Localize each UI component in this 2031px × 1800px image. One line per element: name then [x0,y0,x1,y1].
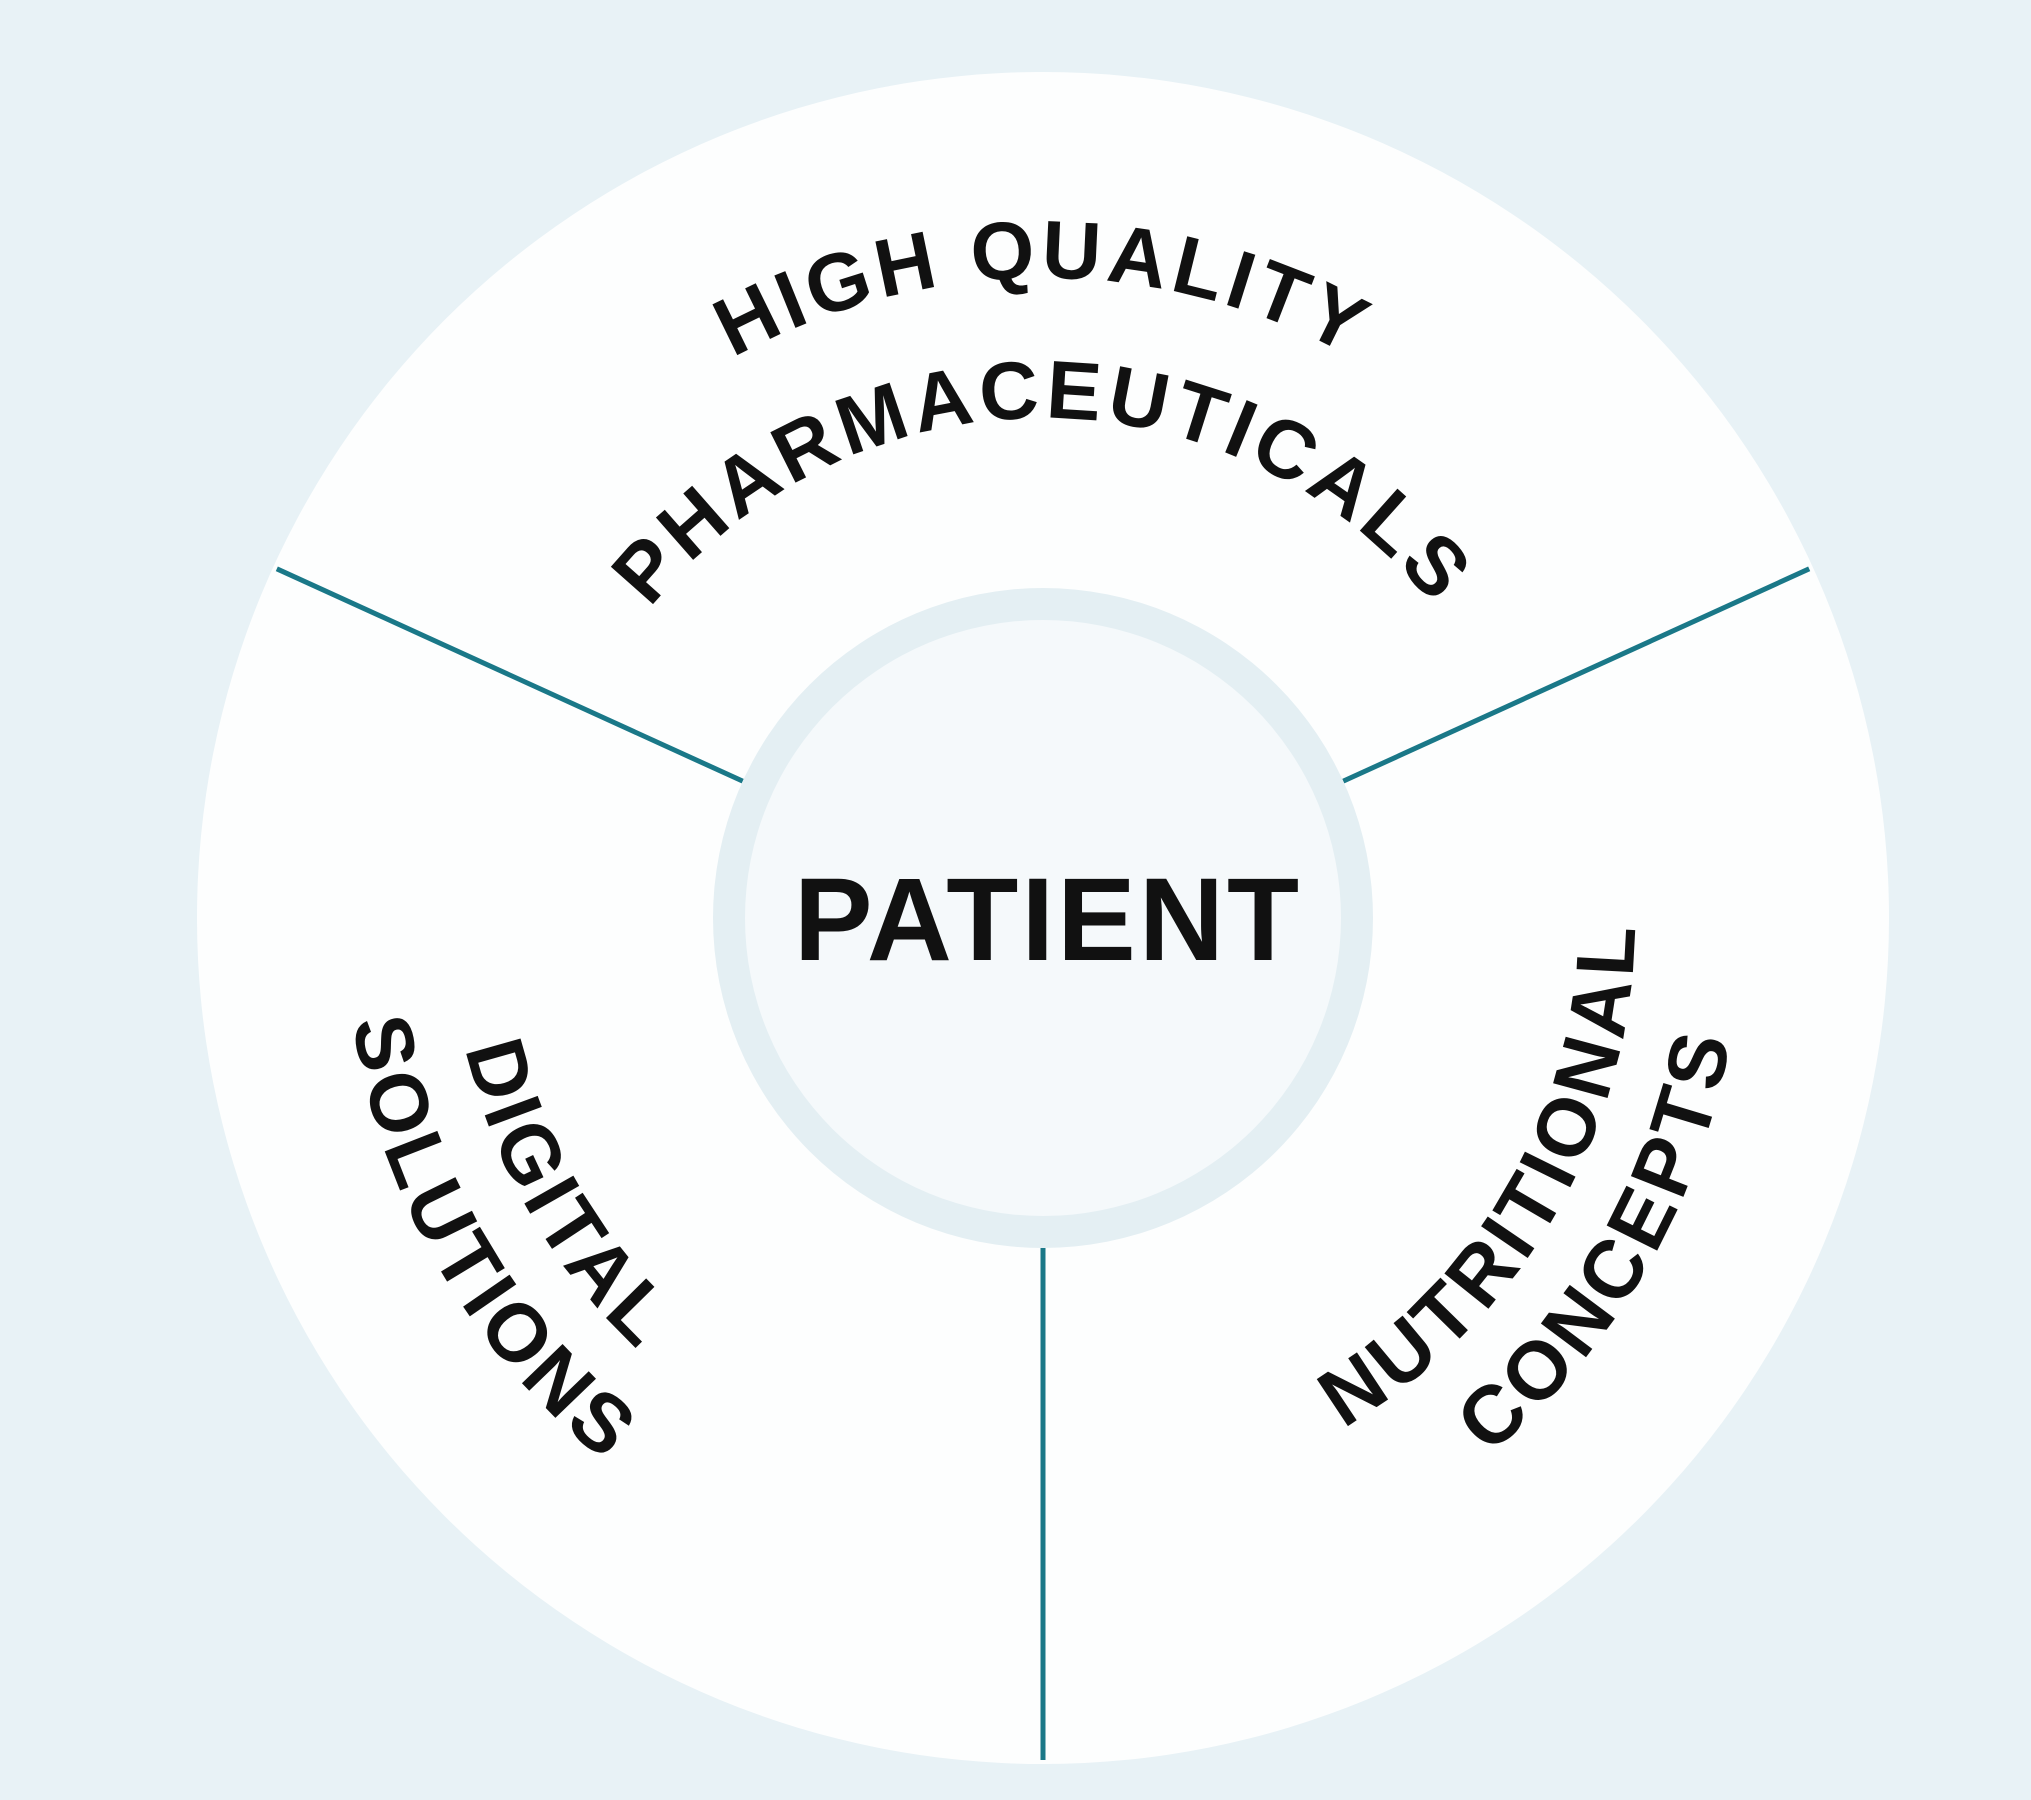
divider-line-upper-left [275,566,744,784]
divider-line-upper-right [1342,566,1811,784]
hub-center [745,620,1341,1216]
center-label-patient: PATIENT [794,854,1302,986]
